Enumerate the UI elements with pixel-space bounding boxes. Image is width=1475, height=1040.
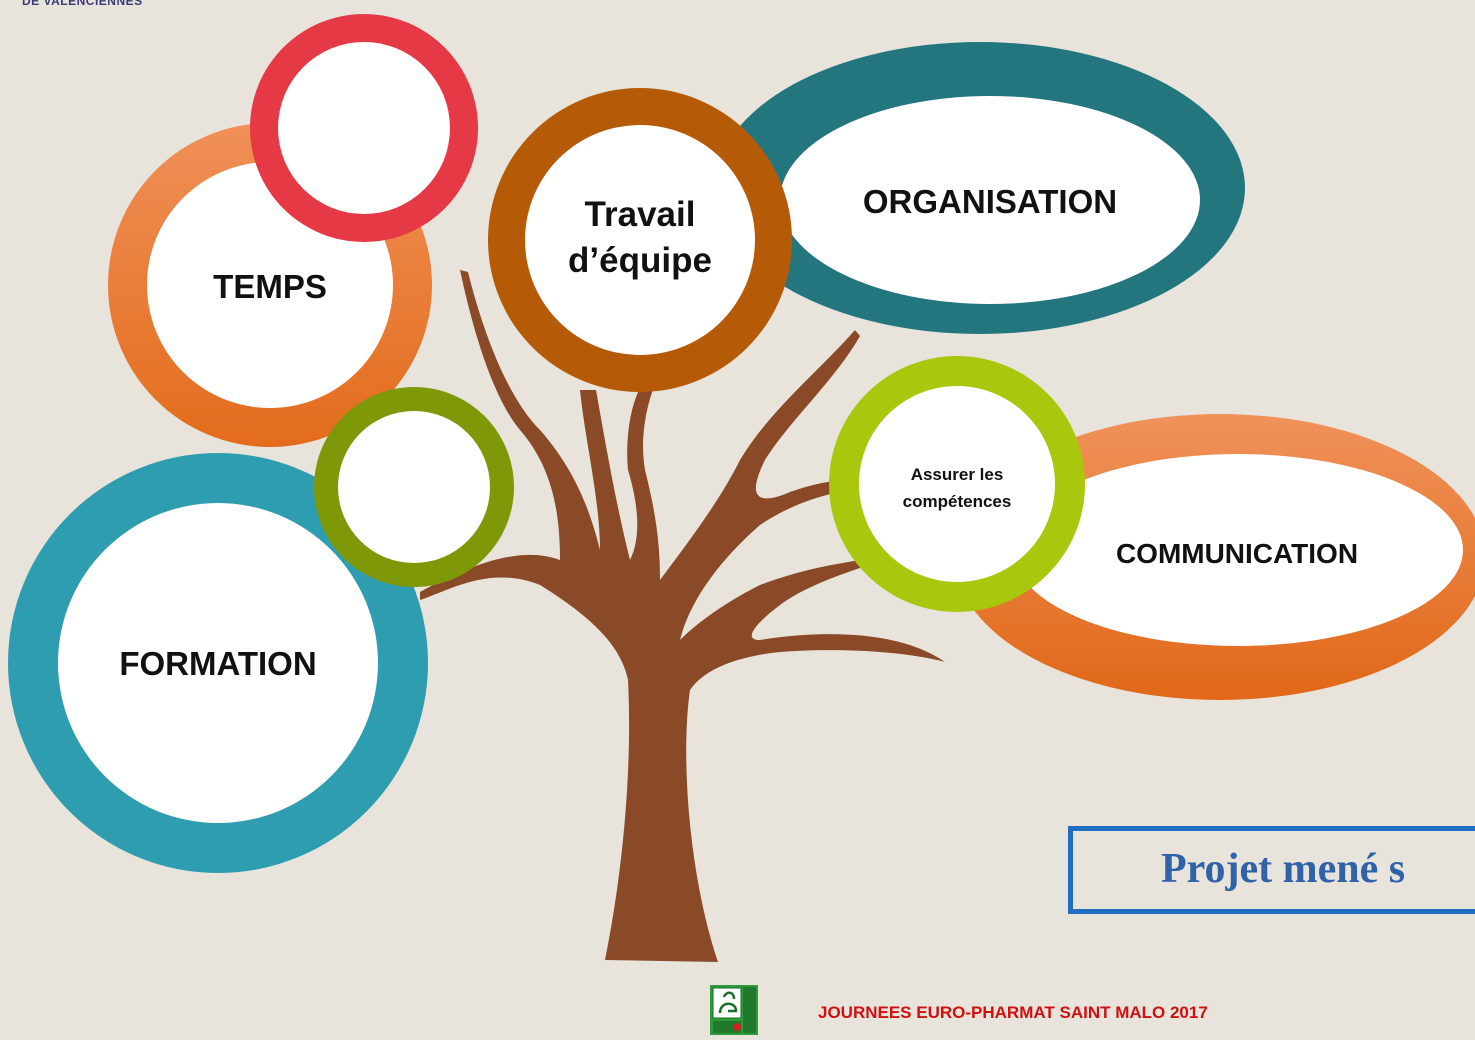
europharmat-logo (710, 985, 758, 1035)
organisation-label: ORGANISATION (862, 183, 1118, 220)
assurer-label-line1: Assurer les (910, 465, 1004, 484)
assurer-label-line2: compétences (902, 492, 1012, 511)
red-circle (278, 42, 450, 214)
assurer-circle (859, 386, 1055, 582)
assurer-label: Assurer les compétences (880, 461, 1034, 515)
olive-circle (338, 411, 490, 563)
travail-label: Travail d’équipe (540, 192, 740, 284)
organisation-ellipse (780, 96, 1200, 304)
communication-ellipse (1013, 454, 1463, 646)
europharmat-logo-icon (710, 985, 758, 1035)
travail-label-line1: Travail (584, 195, 696, 234)
project-box: Projet mené s (1068, 826, 1475, 914)
formation-label: FORMATION (119, 645, 317, 682)
travail-label-line2: d’équipe (568, 241, 712, 280)
footer-text: JOURNEES EURO-PHARMAT SAINT MALO 2017 (818, 1003, 1208, 1022)
travail-circle (525, 125, 755, 355)
formation-circle (58, 503, 378, 823)
communication-label: COMMUNICATION (1115, 538, 1359, 569)
temps-label: TEMPS (213, 268, 327, 305)
project-text: Projet mené s (1161, 846, 1406, 892)
header-logo-text: DE VALENCIENNES (22, 0, 143, 8)
tree-trunk (420, 270, 945, 962)
